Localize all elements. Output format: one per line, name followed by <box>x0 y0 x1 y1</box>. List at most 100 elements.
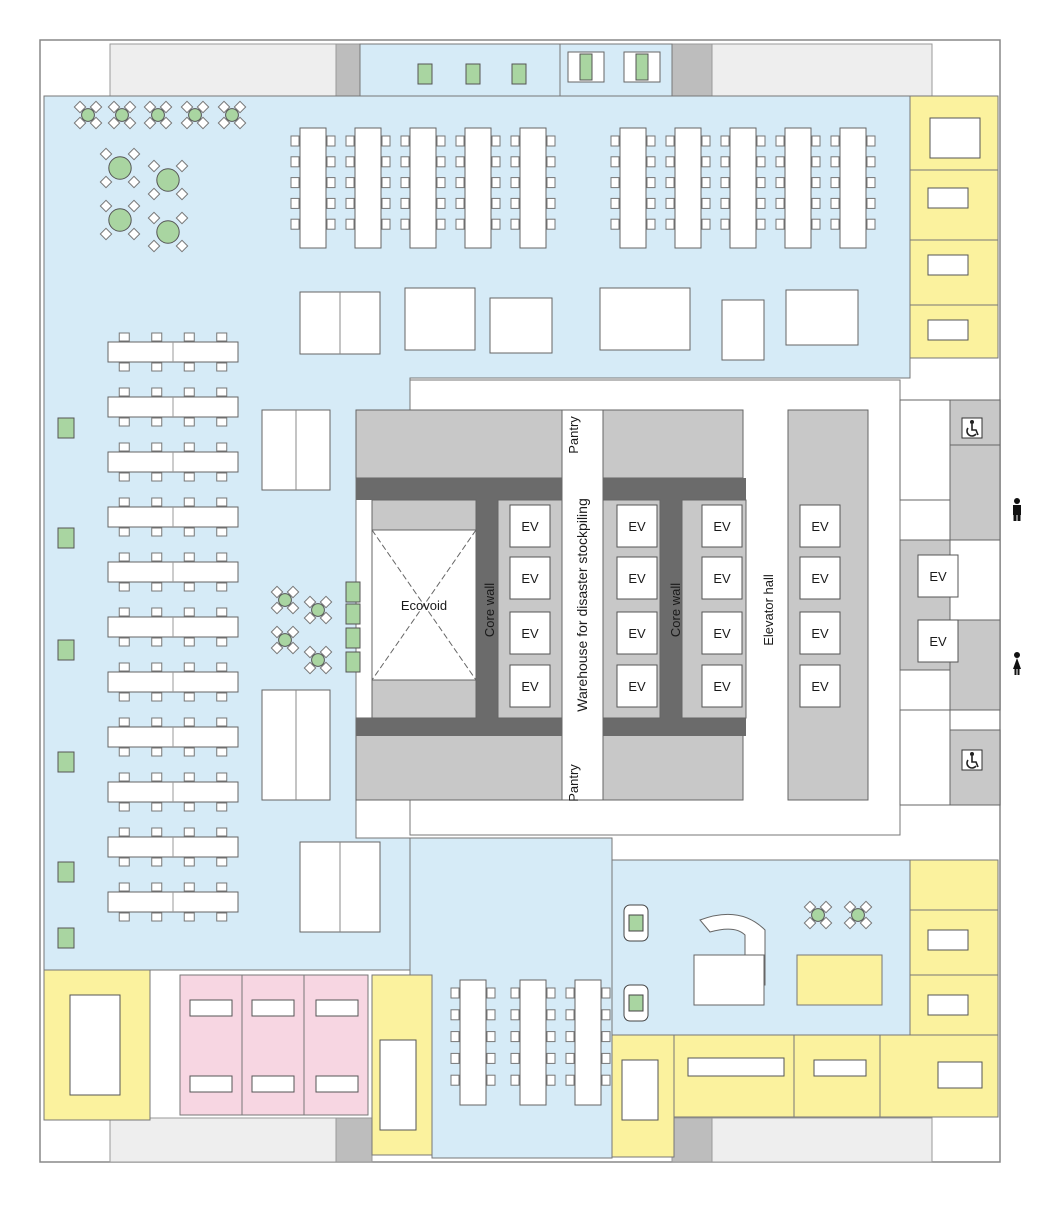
furniture <box>57 51 983 1131</box>
desk-column <box>510 127 556 249</box>
ev-label: EV <box>628 626 646 641</box>
ev-label: EV <box>628 571 646 586</box>
labels: Ecovoid Core wall Core wall Warehouse fo… <box>401 416 776 802</box>
green-chair <box>57 417 75 439</box>
desk-column <box>345 127 391 249</box>
booth <box>567 51 605 83</box>
desk-cluster <box>107 552 239 592</box>
conference-table <box>621 1059 659 1121</box>
desk-cluster <box>107 387 239 427</box>
desk-cluster <box>107 717 239 757</box>
elevator-car: EV <box>509 556 551 600</box>
desk-column <box>510 979 556 1106</box>
round-table <box>180 100 210 130</box>
elevator-car: EV <box>616 611 658 655</box>
desk-cluster <box>107 607 239 647</box>
conference-table <box>189 1075 233 1093</box>
conference-table <box>251 999 295 1017</box>
round-table <box>107 100 137 130</box>
desk-cluster <box>107 827 239 867</box>
conference-table <box>189 999 233 1017</box>
elevator-car: EV <box>616 664 658 708</box>
desk-column <box>290 127 336 249</box>
round-table <box>99 199 141 241</box>
phone-booth <box>623 904 649 942</box>
round-table <box>73 100 103 130</box>
elevator-car: EV <box>701 611 743 655</box>
conference-table <box>937 1061 983 1089</box>
desk-cluster <box>107 882 239 922</box>
conference-table <box>251 1075 295 1093</box>
green-chair <box>57 639 75 661</box>
ev-label: EV <box>628 519 646 534</box>
green-chair <box>465 63 481 85</box>
ecovoid-area <box>371 529 477 681</box>
conference-table <box>315 999 359 1017</box>
desk-column <box>610 127 656 249</box>
round-table <box>270 585 300 615</box>
ev-label: EV <box>929 569 947 584</box>
desk-cluster <box>107 772 239 812</box>
round-table <box>270 625 300 655</box>
elevator-car: EV <box>616 504 658 548</box>
elevator-car: EV <box>917 554 959 598</box>
conference-table <box>927 187 969 209</box>
ecovoid-label: Ecovoid <box>401 598 447 613</box>
desk-column <box>830 127 876 249</box>
ev-label: EV <box>811 571 829 586</box>
green-chair <box>511 63 527 85</box>
green-chair <box>345 603 361 625</box>
conference-table <box>687 1057 785 1077</box>
womens-restroom-icon <box>1013 652 1021 675</box>
round-table <box>143 100 173 130</box>
desk-cluster <box>107 442 239 482</box>
small-room <box>489 297 553 354</box>
round-table <box>303 595 333 625</box>
conference-table <box>927 319 969 341</box>
booth <box>623 51 661 83</box>
elevator-car: EV <box>799 611 841 655</box>
pantry-label-top: Pantry <box>566 416 581 454</box>
phone-booth <box>623 984 649 1022</box>
elevator-hall-label: Elevator hall <box>761 574 776 646</box>
meeting-room <box>796 954 883 1006</box>
pink-room <box>179 974 243 1116</box>
elevator-car: EV <box>616 556 658 600</box>
elevator-car: EV <box>917 619 959 663</box>
green-chair <box>57 927 75 949</box>
desk-column <box>665 127 711 249</box>
elevator-car: EV <box>701 664 743 708</box>
ev-label: EV <box>628 679 646 694</box>
desk-column <box>400 127 446 249</box>
desk-column <box>455 127 501 249</box>
conference-table <box>927 254 969 276</box>
conference-table <box>379 1039 417 1131</box>
desk-cluster <box>107 497 239 537</box>
elevator-car: EV <box>701 504 743 548</box>
storage-rack <box>299 291 381 355</box>
green-chair <box>417 63 433 85</box>
desk-column <box>720 127 766 249</box>
round-table <box>217 100 247 130</box>
pink-room <box>303 974 369 1116</box>
storage-rack <box>261 689 331 801</box>
round-table <box>803 900 833 930</box>
pantry-label-bottom: Pantry <box>566 764 581 802</box>
desk-column <box>775 127 821 249</box>
ev-label: EV <box>521 519 539 534</box>
green-chair <box>345 627 361 649</box>
pink-rooms <box>179 974 369 1116</box>
desk-column <box>450 979 496 1106</box>
conference-table <box>813 1059 867 1077</box>
ev-label: EV <box>713 571 731 586</box>
desk-cluster <box>107 332 239 372</box>
storage-rack <box>299 841 381 933</box>
storage-rack <box>261 409 331 491</box>
ev-label: EV <box>521 679 539 694</box>
small-room <box>721 299 765 361</box>
green-chair <box>57 751 75 773</box>
ev-label: EV <box>713 626 731 641</box>
